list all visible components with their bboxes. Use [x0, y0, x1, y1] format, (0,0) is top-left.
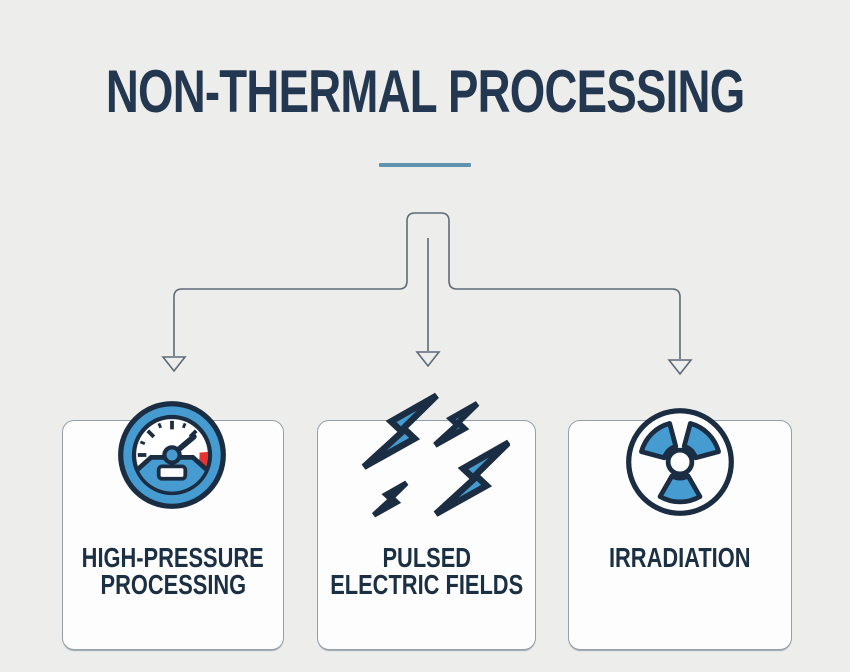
lightning-bolts-icon [360, 380, 510, 525]
card-label: HIGH-PRESSURE PROCESSING [63, 542, 283, 600]
arrowhead-right-icon [667, 359, 693, 376]
card-label: PULSED ELECTRIC FIELDS [318, 542, 535, 600]
arrowhead-center-icon [415, 351, 441, 368]
card-label-line: ELECTRIC FIELDS [330, 569, 523, 600]
pressure-gauge-icon [118, 401, 226, 509]
card-label: IRRADIATION [569, 542, 791, 573]
page-title: NON-THERMAL PROCESSING [105, 58, 745, 125]
card-label-line: PULSED [382, 542, 471, 573]
card-label-line: HIGH-PRESSURE [81, 542, 265, 573]
arrowhead-left-icon [161, 356, 187, 373]
connector-rail [173, 212, 681, 359]
page-title-wrap: NON-THERMAL PROCESSING [0, 62, 850, 122]
radiation-icon [626, 408, 734, 516]
card-pulsed-electric-fields: PULSED ELECTRIC FIELDS [317, 420, 536, 650]
card-label-line: PROCESSING [100, 569, 246, 600]
title-divider [379, 163, 471, 167]
card-label-line: IRRADIATION [609, 542, 751, 573]
